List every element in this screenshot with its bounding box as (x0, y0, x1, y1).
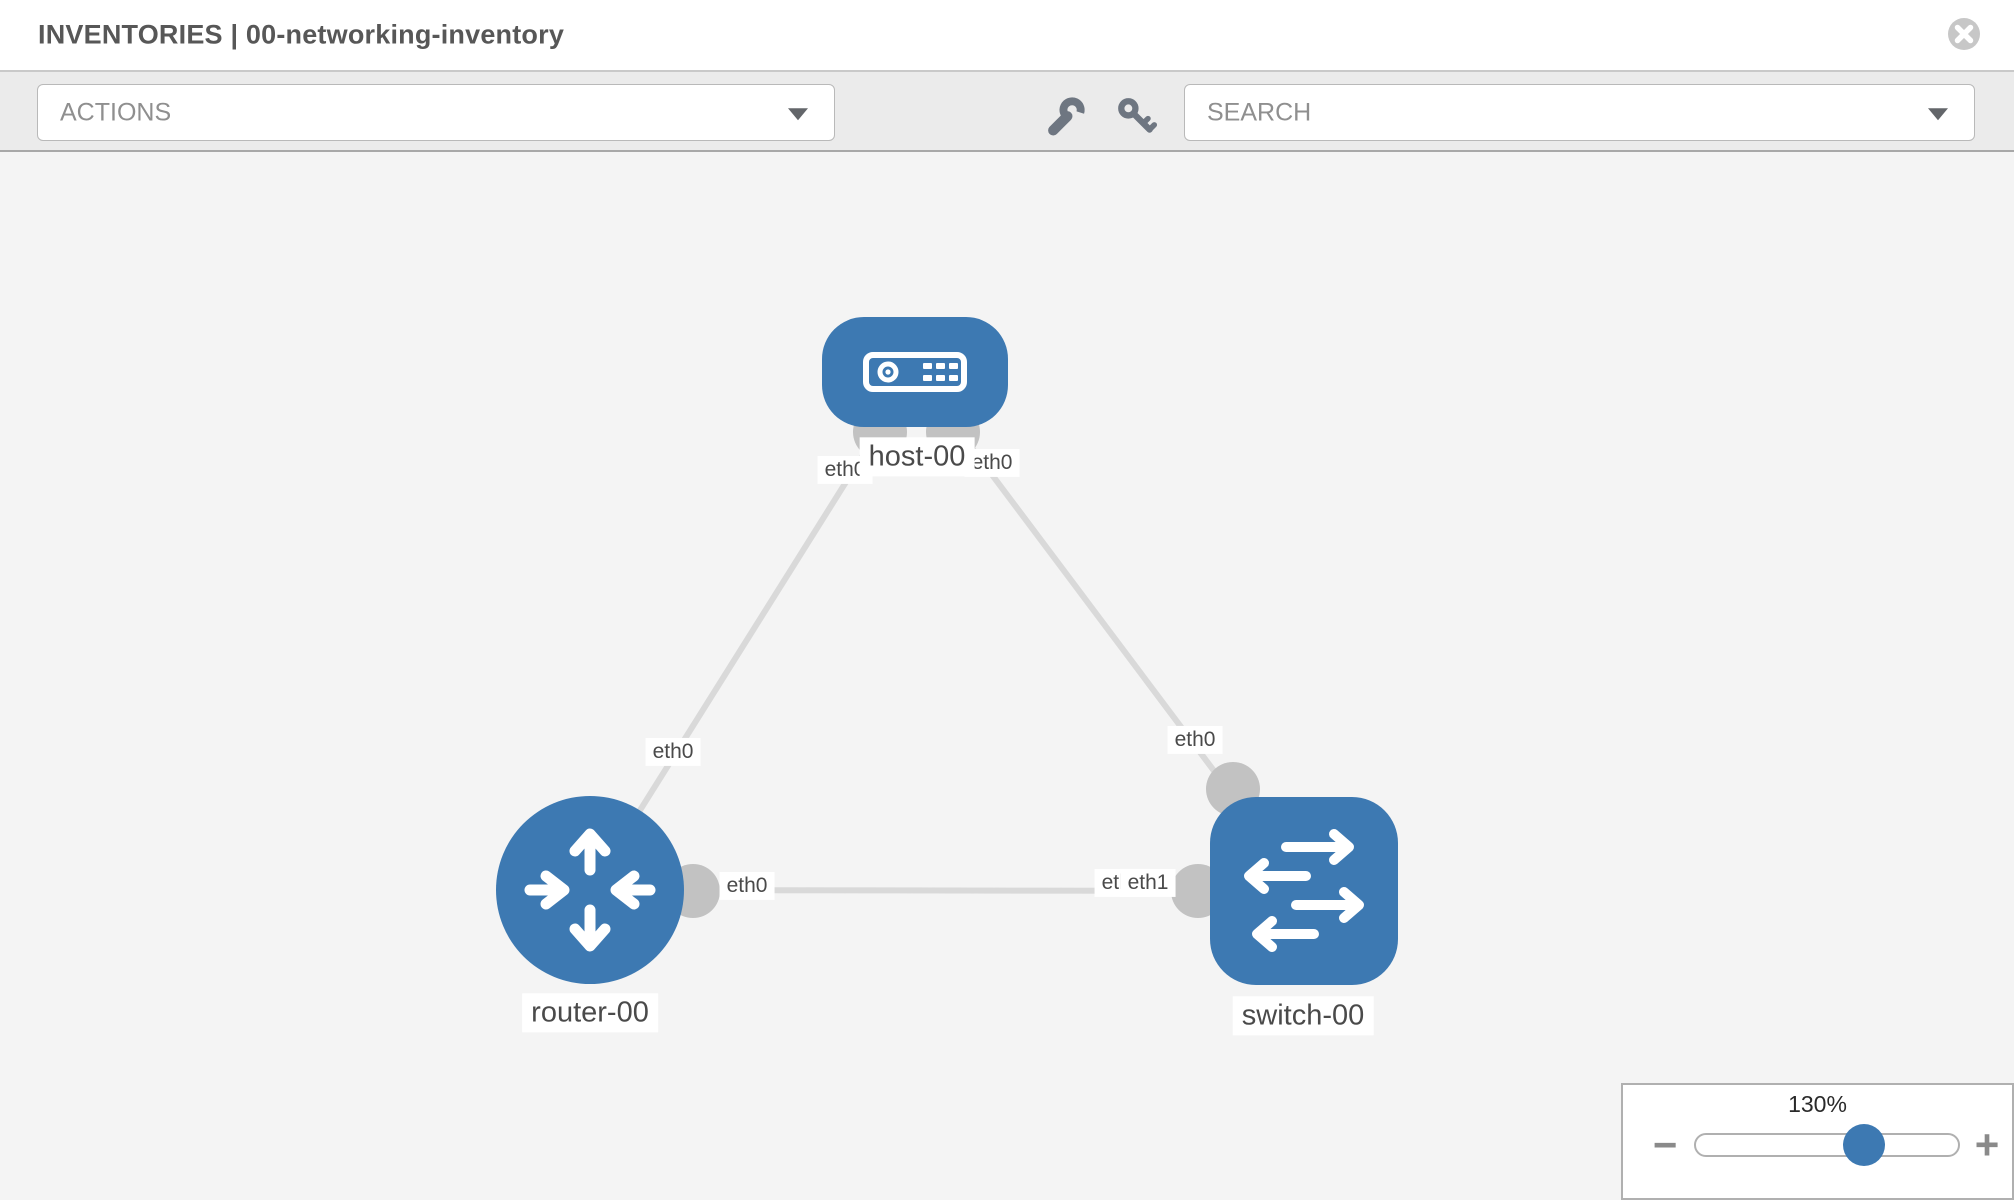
page-title: INVENTORIES | 00-networking-inventory (38, 19, 565, 50)
chevron-down-icon (1928, 107, 1948, 120)
actions-dropdown-label: ACTIONS (60, 98, 172, 126)
toolbar: ACTIONS SEARCH (0, 72, 2014, 152)
chevron-down-icon (788, 107, 808, 120)
zoom-out-button[interactable]: − (1652, 1121, 1678, 1168)
interface-label: eth0 (719, 871, 775, 901)
header-bar: INVENTORIES | 00-networking-inventory (0, 0, 2014, 72)
node-label-switch-00: switch-00 (1232, 996, 1374, 1036)
node-switch-00[interactable] (1210, 797, 1398, 985)
actions-dropdown[interactable]: ACTIONS (37, 84, 835, 141)
wrench-icon[interactable] (1043, 95, 1087, 139)
server-icon (863, 352, 967, 392)
node-router-00[interactable] (496, 796, 684, 984)
node-label-router-00: router-00 (522, 993, 658, 1033)
router-arrows-icon (524, 828, 656, 952)
zoom-level-value: 130% (1788, 1091, 1847, 1117)
interface-label: eth0 (817, 455, 873, 485)
switch-arrows-icon (1244, 829, 1364, 952)
zoom-control-panel: 130% − + (1621, 1083, 2014, 1200)
interface-label: eth1 (1120, 868, 1176, 898)
node-host-00[interactable] (822, 317, 1008, 427)
topology-canvas[interactable]: eth0eth0eth0eth0eth0eth0eth1host-00route… (0, 152, 2014, 1200)
node-label-host-00: host-00 (859, 437, 975, 477)
interface-label: eth0 (645, 737, 701, 767)
zoom-slider-thumb[interactable] (1843, 1124, 1885, 1166)
close-icon (1948, 18, 1980, 50)
key-icon[interactable] (1115, 95, 1159, 139)
interface-label: eth0 (1167, 725, 1223, 755)
search-dropdown-label: SEARCH (1207, 98, 1312, 126)
close-button[interactable] (1946, 16, 1982, 52)
zoom-slider-track[interactable] (1694, 1133, 1960, 1157)
zoom-in-button[interactable]: + (1974, 1121, 2000, 1168)
interface-label: eth0 (964, 448, 1020, 478)
search-dropdown[interactable]: SEARCH (1184, 84, 1975, 141)
